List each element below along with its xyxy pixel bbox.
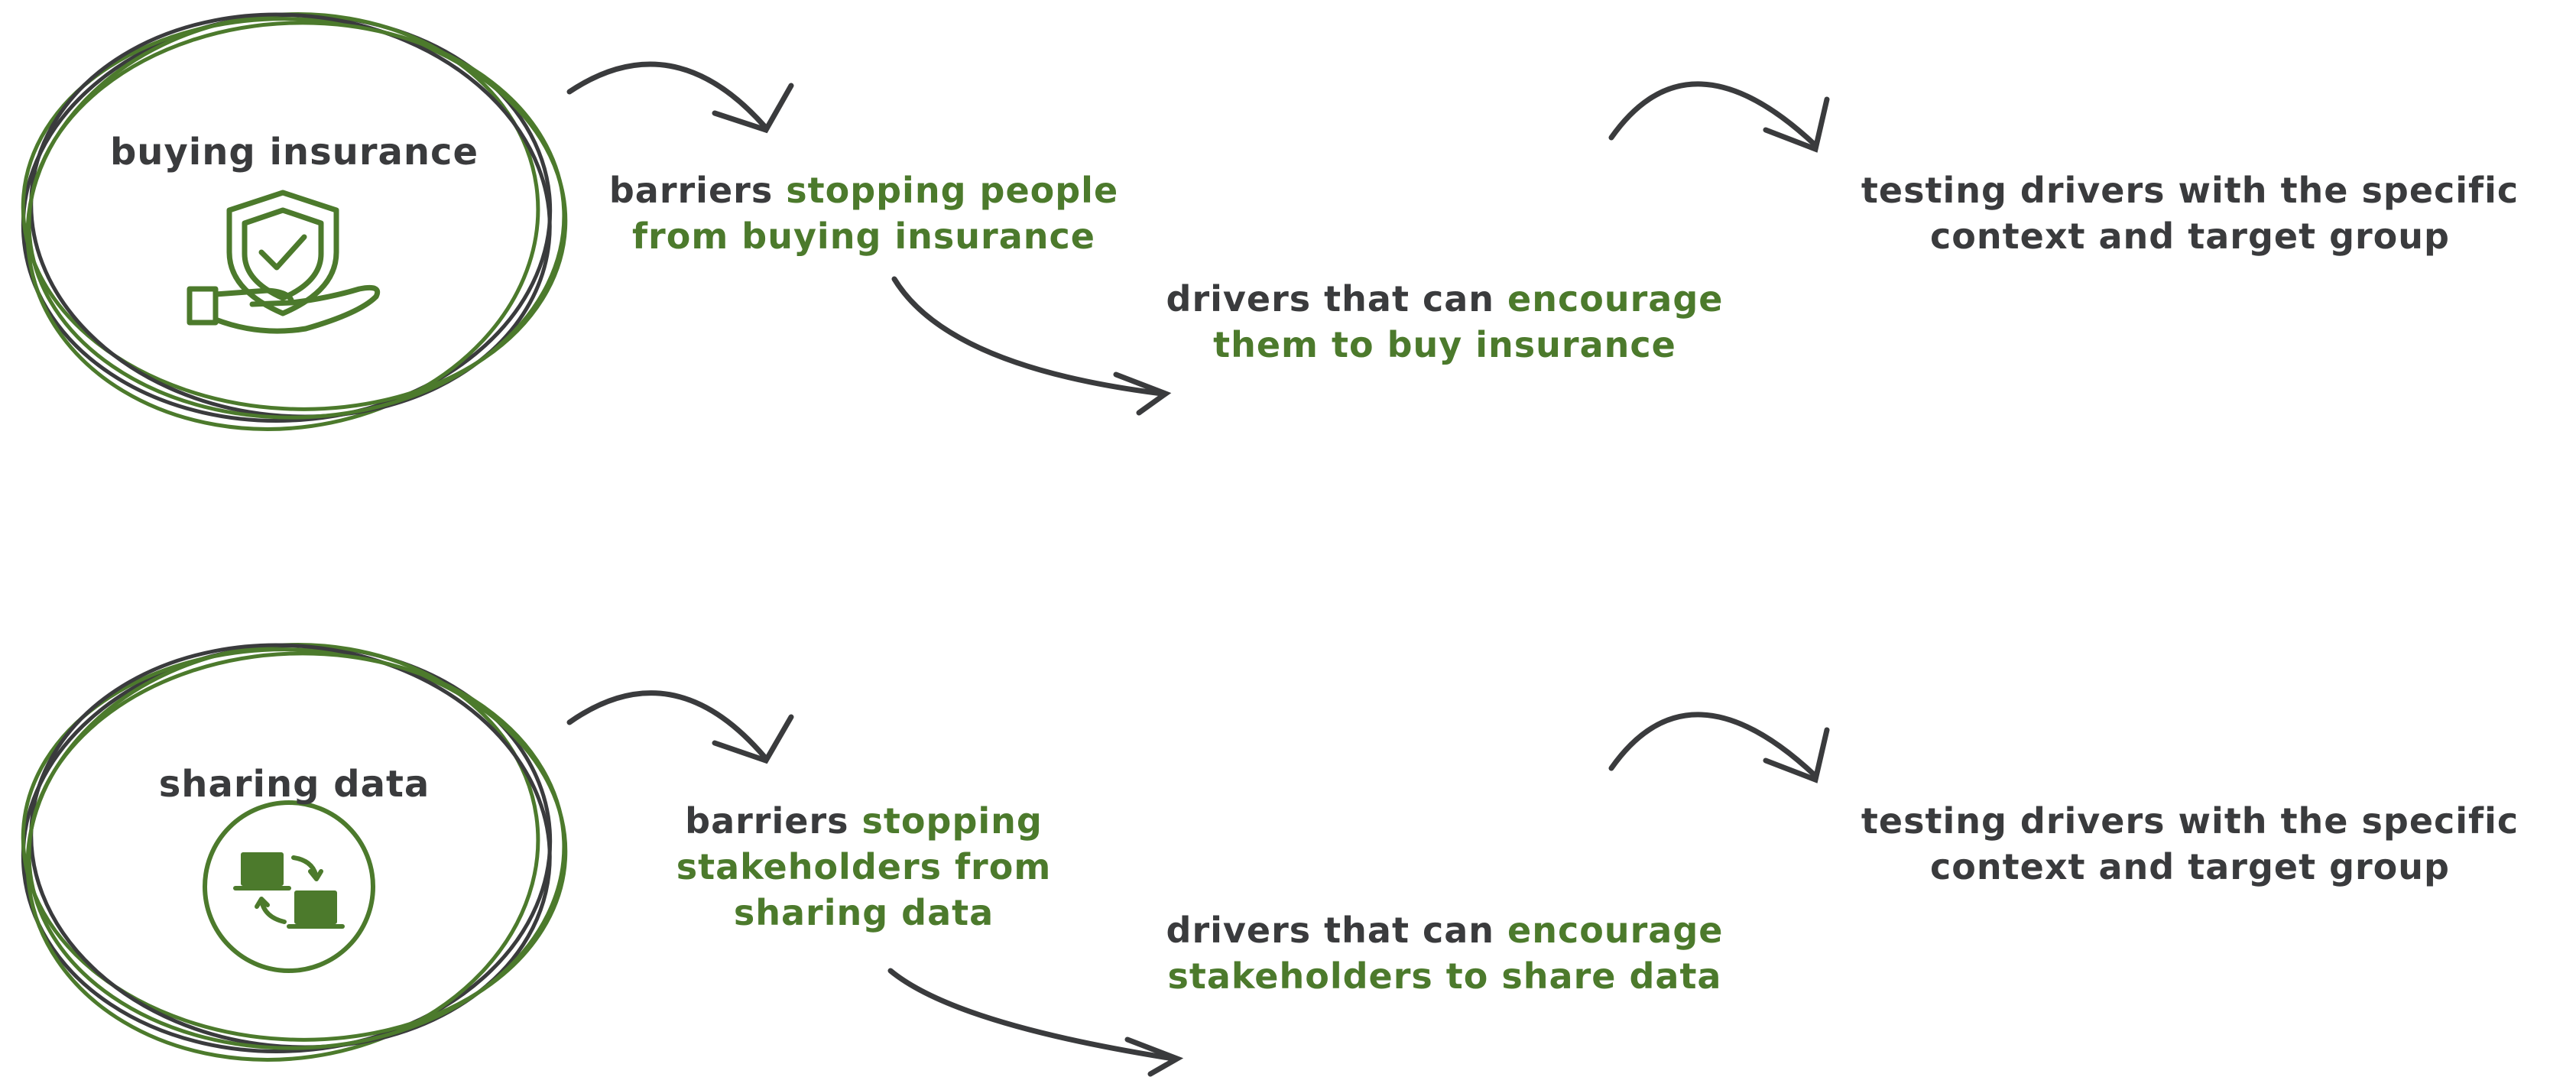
drivers-label: drivers that can encourage them to buy i… xyxy=(1124,277,1766,368)
testing-label: testing drivers with the specific contex… xyxy=(1861,170,2519,257)
barriers-highlight-text: stopping stakeholders from sharing data xyxy=(676,800,1052,933)
drivers-highlight-text: encourage them to buy insurance xyxy=(1213,278,1724,365)
barriers-highlight-text: stopping people from buying insurance xyxy=(632,170,1119,257)
arrow-to-barriers-1 xyxy=(566,61,794,134)
hand-shield-icon xyxy=(187,190,381,334)
drivers-plain-text: drivers that can xyxy=(1166,910,1508,951)
data-transfer-icon xyxy=(203,800,375,973)
barriers-label: barriers stopping people from buying ins… xyxy=(581,168,1147,260)
barriers-plain-text: barriers xyxy=(608,170,787,211)
barriers-plain-text: barriers xyxy=(685,800,862,842)
drivers-highlight-text: encourage stakeholders to share data xyxy=(1167,910,1724,997)
arrow-to-barriers-2 xyxy=(566,690,794,764)
topic-title: buying insurance xyxy=(109,131,479,174)
testing-label: testing drivers with the specific contex… xyxy=(1861,800,2519,887)
arrow-to-testing-1 xyxy=(1608,81,1830,153)
drivers-label: drivers that can encourage stakeholders … xyxy=(1124,908,1766,1000)
barriers-label: barriers stopping stakeholders from shar… xyxy=(642,799,1085,936)
topic-circle-data xyxy=(21,643,568,1062)
arrow-to-drivers-1 xyxy=(891,276,1172,416)
drivers-plain-text: drivers that can xyxy=(1166,278,1508,320)
arrow-to-drivers-2 xyxy=(887,968,1184,1077)
topic-title: sharing data xyxy=(158,763,430,806)
topic-circle-insurance xyxy=(21,12,568,431)
arrow-to-testing-2 xyxy=(1608,712,1830,783)
